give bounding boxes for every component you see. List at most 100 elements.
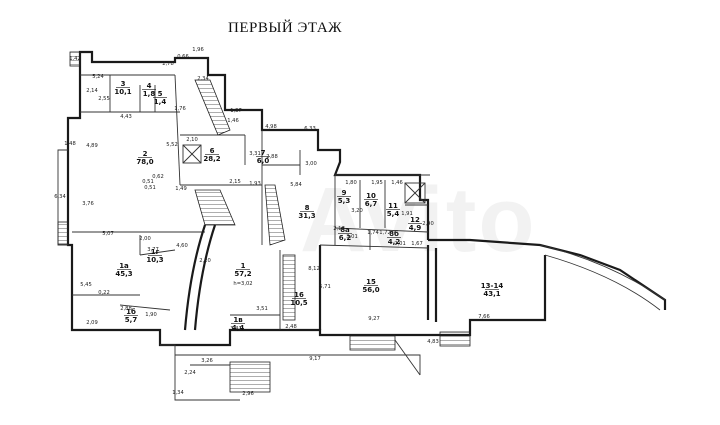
room-area-label: 45,3 [115, 270, 132, 278]
dimension-label: 3,01 [346, 234, 358, 240]
dimension-label: 0,51 [144, 185, 156, 191]
dimension-label: 1,49 [175, 186, 187, 192]
room-area-label: 1,4 [154, 98, 167, 106]
room-number-label: 8а [340, 226, 350, 234]
dimension-label: 0,66 [177, 54, 189, 60]
dimension-label: 8,12 [308, 266, 320, 272]
dimension-label: 2,88 [120, 306, 132, 312]
dimension-label: 3,41 [230, 326, 242, 332]
room-height-label: h=3,02 [233, 281, 252, 287]
dimension-label: 2,96 [242, 391, 254, 397]
room-area-label: 6,0 [257, 157, 270, 165]
room-area-label: 5,4 [387, 210, 400, 218]
dimension-label: 2,20 [199, 258, 211, 264]
plan-title: ПЕРВЫЙ ЭТАЖ [228, 20, 343, 36]
room-number-label: 1г [151, 248, 160, 256]
room-area-label: 5,3 [338, 197, 351, 205]
dimension-label: 5,84 [290, 182, 302, 188]
dimension-label: 3,20 [351, 208, 363, 214]
room-number-label: 2 [143, 150, 148, 158]
dimension-label: 4,43 [120, 114, 132, 120]
dimension-label: 2,00 [139, 236, 151, 242]
dimension-label: 1,46 [227, 118, 239, 124]
dimension-label: 5,45 [80, 282, 92, 288]
dimension-label: 1,48 [64, 141, 76, 147]
room-number-label: 13-14 [481, 282, 504, 290]
dimension-label: 2,88 [266, 154, 278, 160]
room-number-label: 9 [342, 189, 347, 197]
room-area-label: 1,8 [143, 90, 156, 98]
room-area-label: 5,7 [125, 316, 138, 324]
dimension-label: 3,76 [82, 201, 94, 207]
room-number-label: 15 [366, 278, 376, 286]
room-area-label: 10,3 [146, 256, 163, 264]
watermark-logo: Avito [300, 169, 537, 271]
dimension-label: 4,98 [265, 124, 277, 130]
dimension-label: 2,48 [285, 324, 297, 330]
room-number-label: 1 [241, 262, 246, 270]
dimension-label: 1,72 [379, 230, 391, 236]
dimension-label: 2,15 [229, 179, 241, 185]
dimension-label: 6,34 [54, 194, 66, 200]
room-number-label: 1б [126, 308, 136, 316]
dimension-label: 9,17 [309, 356, 321, 362]
room-area-label: 78,0 [136, 158, 153, 166]
dimension-label: 1,37 [230, 108, 242, 114]
dimension-label: 3,77 [147, 247, 159, 253]
dimension-label: 2,78 [162, 61, 174, 67]
room-number-label: 7 [261, 149, 266, 157]
room-number-label: 5 [158, 90, 163, 98]
dimension-label: 3,26 [201, 358, 213, 364]
dimension-label: 5,52 [166, 142, 178, 148]
staircases [69, 51, 471, 393]
room-number-label: 6 [210, 147, 215, 155]
dimension-label: 1,91 [401, 211, 413, 217]
room-number-label: 1a [119, 262, 129, 270]
room-number-label: 12 [410, 216, 420, 224]
room-number-label: 1в [233, 316, 243, 324]
dimension-label: 7,66 [478, 314, 490, 320]
dimension-label: 2,90 [422, 221, 434, 227]
dimension-label: 4,89 [86, 143, 98, 149]
dimension-label: 2,34 [197, 76, 209, 82]
dimension-label: 2,24 [184, 370, 196, 376]
room-number-label: 11 [388, 202, 398, 210]
dimension-label: 0,22 [98, 290, 110, 296]
dimension-label: 2,55 [98, 96, 110, 102]
dimension-label: 1,76 [174, 106, 186, 112]
room-number-label: 16 [294, 291, 304, 299]
dimension-label: 2,17 [333, 226, 345, 232]
dimension-label: 1,67 [411, 241, 423, 247]
dimension-label: 2,10 [186, 137, 198, 143]
room-area-label: 4,2 [388, 238, 401, 246]
dimension-label: 5,24 [92, 74, 104, 80]
room-number-label: 8 [305, 204, 310, 212]
dimension-label: 4,83 [427, 339, 439, 345]
dimension-label: 0,62 [152, 174, 164, 180]
dimension-label: 1,95 [371, 180, 383, 186]
room-area-label: 10,5 [290, 299, 307, 307]
dimension-label: 3,51 [256, 306, 268, 312]
room-area-label: 56,0 [362, 286, 379, 294]
dimension-label: 2,01 [394, 241, 406, 247]
left-terrace [57, 149, 69, 246]
room-area-label: 6,7 [365, 200, 378, 208]
dimension-label: 1,42 [69, 56, 81, 62]
elevators [182, 144, 426, 204]
interior-walls [72, 74, 430, 331]
dimension-label: 3,00 [305, 161, 317, 167]
dimension-label: 2,09 [86, 320, 98, 326]
dimension-label: 0,51 [142, 179, 154, 185]
dimension-label: 6,33 [304, 126, 316, 132]
room-area-label: 43,1 [483, 290, 500, 298]
dimension-label: 9,27 [368, 316, 380, 322]
dimension-label: 5,71 [319, 284, 331, 290]
dimension-label: 4,60 [176, 243, 188, 249]
dimension-label: 1,96 [192, 47, 204, 53]
room-number-label: 3 [121, 80, 126, 88]
dimension-label: 1,46 [391, 180, 403, 186]
room-area-label: 4,9 [409, 224, 422, 232]
